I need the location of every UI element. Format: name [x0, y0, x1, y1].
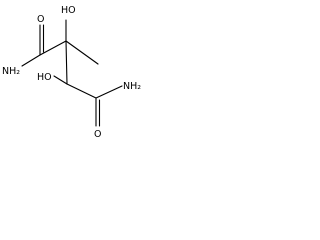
bond-c3-oh-middle	[53, 75, 68, 85]
bond-c1-c2	[39, 40, 67, 56]
label-layer: HO O NH₂ HO NH₂ O	[2, 5, 141, 140]
atom-o-bottom: O	[94, 129, 101, 140]
atom-oh-middle: HO	[37, 72, 52, 83]
bond-layer	[21, 19, 123, 127]
bond-c3-c4	[66, 83, 97, 99]
atom-nh2-left: NH₂	[2, 66, 20, 77]
atom-o-top: O	[37, 14, 44, 25]
bond-c2-methyl	[65, 40, 99, 65]
bond-c4-n-right	[95, 85, 123, 99]
atom-oh-top: HO	[61, 5, 76, 16]
bond-c2-c3	[65, 40, 68, 85]
chemical-structure: HO O NH₂ HO NH₂ O	[2, 5, 141, 140]
bond-c1-n-left	[21, 54, 41, 67]
atom-nh2-right: NH₂	[123, 81, 141, 92]
